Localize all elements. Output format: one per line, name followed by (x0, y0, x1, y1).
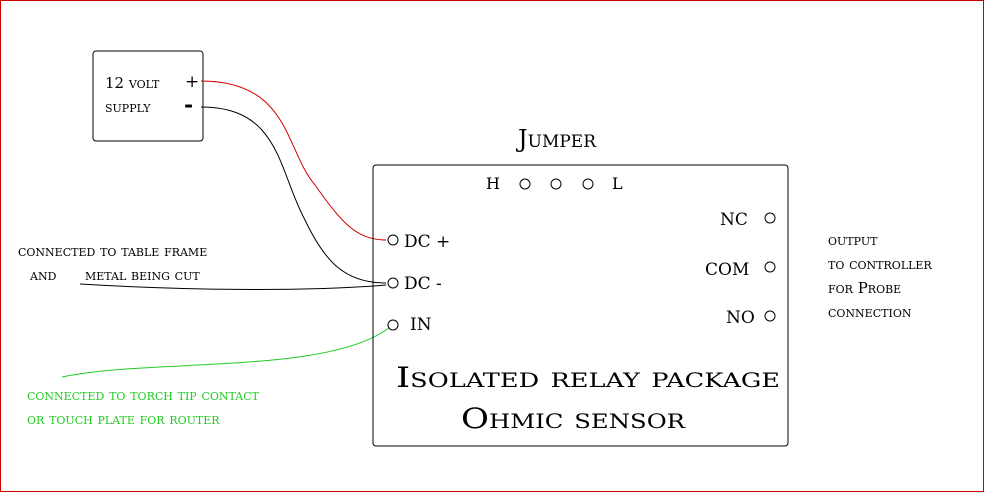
supply-label-line2: supply (105, 98, 151, 116)
terminal-com (764, 261, 776, 273)
power-supply-box (92, 50, 204, 142)
signal-wire (61, 326, 391, 378)
terminal-no (764, 310, 776, 322)
label-dc-plus: DC + (404, 232, 450, 252)
jumper-label-low: L (612, 174, 623, 193)
negative-wire (200, 106, 387, 284)
jumper-pin-2 (550, 178, 562, 190)
output-note-line2: to controller (828, 255, 932, 273)
output-note-line1: output (828, 231, 878, 249)
terminal-in (387, 319, 399, 331)
relay-box (372, 164, 789, 447)
torch-note-line2: or touch plate for router (27, 410, 220, 428)
torch-note-line1: connected to torch tip contact (27, 386, 260, 404)
supply-minus-terminal: - (184, 92, 193, 118)
relay-package: Jumper H L DC + DC - IN NC COM NO Isolat… (372, 125, 789, 447)
positive-wire (200, 80, 387, 241)
label-no: NO (726, 308, 755, 328)
terminal-dc-plus (387, 234, 399, 246)
ground-note-line1: connected to table frame (18, 242, 207, 260)
jumper-label-high: H (486, 174, 500, 193)
power-supply: 12 volt supply + - (92, 50, 204, 142)
label-dc-minus: DC - (404, 274, 442, 294)
label-com: COM (705, 260, 749, 280)
output-note-line4: connection (828, 303, 912, 321)
jumper-pin-1 (519, 178, 531, 190)
supply-label-line1: 12 volt (105, 74, 160, 92)
relay-title-line2: Ohmic sensor (461, 402, 686, 435)
label-in: IN (410, 315, 432, 335)
ground-note-and: and (29, 266, 57, 284)
ground-note-line2: metal being cut (85, 266, 200, 284)
output-note-line3: for Probe (828, 279, 901, 297)
jumper-title: Jumper (515, 125, 597, 153)
relay-title-line1: Isolated relay package (396, 361, 780, 394)
terminal-dc-minus (387, 277, 399, 289)
terminal-nc (764, 212, 776, 224)
supply-plus-terminal: + (185, 72, 199, 92)
ground-wire (79, 283, 387, 290)
label-nc: NC (720, 210, 748, 230)
jumper-pin-3 (582, 178, 594, 190)
